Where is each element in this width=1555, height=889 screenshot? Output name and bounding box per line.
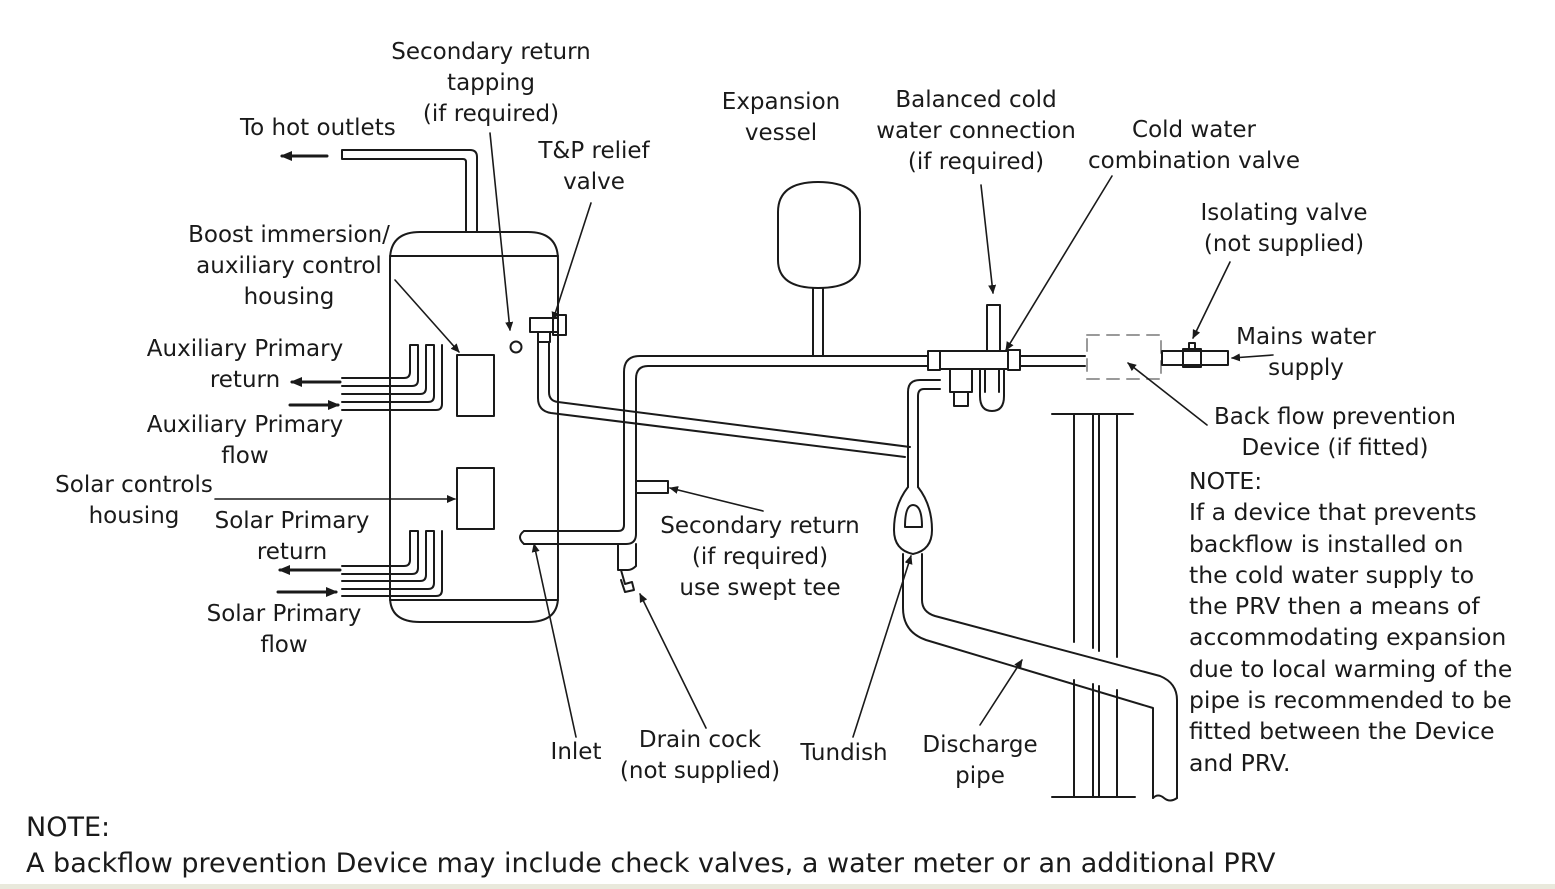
label-mains-water-supply: Mains water supply bbox=[1236, 324, 1376, 381]
side-note-line: the PRV then a means of bbox=[1189, 592, 1480, 621]
solar-coil-pipes bbox=[278, 531, 442, 597]
side-note: NOTE: If a device that prevents backflow… bbox=[1189, 466, 1512, 779]
wall-gully bbox=[1052, 414, 1135, 797]
label-discharge-pipe: Discharge pipe bbox=[922, 732, 1038, 789]
label-solar-primary-flow: Solar Primary flow bbox=[206, 601, 362, 658]
auxiliary-coil-pipes bbox=[290, 345, 442, 410]
label-tp-relief-valve: T&P relief valve bbox=[538, 138, 650, 195]
label-isolating-valve: Isolating valve (not supplied) bbox=[1200, 200, 1368, 257]
label-solar-controls-housing: Solar controls housing bbox=[55, 472, 213, 529]
boost-immersion-housing bbox=[457, 355, 494, 416]
label-back-flow-prevention-device: Back flow prevention Device (if fitted) bbox=[1214, 404, 1456, 461]
cylinder bbox=[390, 232, 558, 622]
cold-water-combination-valve bbox=[908, 305, 1085, 487]
cold-feed-pipe bbox=[520, 356, 928, 592]
label-solar-primary-return: Solar Primary return bbox=[214, 508, 370, 565]
side-note-line: If a device that prevents bbox=[1189, 498, 1477, 527]
bottom-border bbox=[0, 884, 1555, 889]
label-balanced-cold-water-connection: Balanced cold water connection (if requi… bbox=[876, 87, 1076, 175]
label-boost-immersion: Boost immersion/ auxiliary control housi… bbox=[188, 222, 390, 310]
secondary-return-tapping bbox=[511, 342, 522, 353]
back-flow-prevention-device bbox=[1087, 335, 1161, 379]
discharge-pipe bbox=[903, 554, 1177, 801]
expansion-vessel bbox=[778, 182, 860, 356]
side-note-line: the cold water supply to bbox=[1189, 560, 1475, 589]
solar-controls-housing bbox=[457, 468, 494, 529]
side-note-line: backflow is installed on bbox=[1189, 529, 1464, 558]
label-to-hot-outlets: To hot outlets bbox=[240, 115, 396, 141]
bottom-note-heading: NOTE: bbox=[26, 812, 111, 843]
bottom-note: NOTE: A backflow prevention Device may i… bbox=[26, 810, 1275, 882]
side-note-line: pipe is recommended to be bbox=[1189, 686, 1512, 715]
bottom-note-text: A backflow prevention Device may include… bbox=[26, 848, 1276, 879]
tundish bbox=[894, 487, 932, 554]
label-drain-cock: Drain cock (not supplied) bbox=[619, 727, 781, 784]
isolating-valve bbox=[1162, 343, 1228, 367]
label-secondary-return-tapping: Secondary return tapping (if required) bbox=[391, 39, 591, 127]
label-inlet: Inlet bbox=[550, 739, 602, 765]
side-note-line: and PRV. bbox=[1189, 748, 1291, 777]
side-note-line: due to local warming of the bbox=[1189, 654, 1513, 683]
label-tundish: Tundish bbox=[800, 740, 888, 766]
side-note-line: accommodating expansion bbox=[1189, 623, 1507, 652]
side-note-heading: NOTE: bbox=[1189, 467, 1263, 495]
label-expansion-vessel: Expansion vessel bbox=[721, 89, 841, 146]
side-note-line: fitted between the Device bbox=[1189, 717, 1495, 746]
label-cold-water-combination-valve: Cold water combination valve bbox=[1087, 117, 1301, 174]
label-auxiliary-primary-flow: Auxiliary Primary flow bbox=[146, 412, 344, 469]
leader-lines bbox=[215, 133, 1273, 737]
label-auxiliary-primary-return: Auxiliary Primary return bbox=[146, 336, 344, 393]
tp-relief-valve bbox=[530, 315, 910, 457]
label-secondary-return-swept-tee: Secondary return (if required) use swept… bbox=[660, 513, 860, 601]
hot-outlet-pipe bbox=[280, 150, 477, 232]
